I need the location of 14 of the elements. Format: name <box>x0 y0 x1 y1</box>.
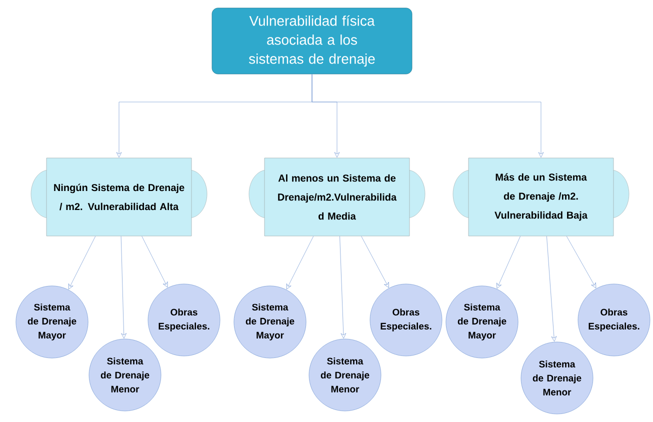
arrow <box>142 236 168 288</box>
arrow <box>566 236 596 288</box>
arrow <box>546 236 557 342</box>
arrow <box>340 236 346 339</box>
category-box: Más de un Sistema de Drenaje /m2. Vulnerabilidad Baja <box>452 158 630 236</box>
arrow <box>496 236 521 289</box>
arrow <box>361 236 389 288</box>
title-box: Vulnerabilidad física asociada a los sistemas de drenaje <box>212 8 412 74</box>
arrow <box>286 236 314 290</box>
arrow <box>68 236 96 290</box>
category-box: Al menos un Sistema de Drenaje/m2.Vulnerabilida d Media <box>248 158 426 236</box>
arrow <box>312 74 544 158</box>
arrow <box>120 236 127 339</box>
category-box: Ningún Sistema de Drenaje / m2. Vulnerabilidad Alta <box>30 158 208 236</box>
